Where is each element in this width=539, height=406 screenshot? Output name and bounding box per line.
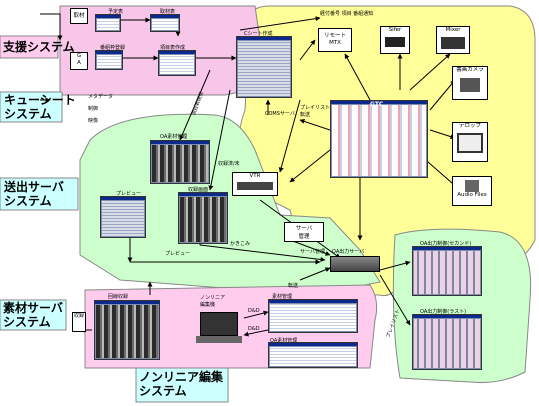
link-src-material [40,13,63,41]
remote-mtx-box: リモート MTX [318,28,352,52]
oa-material-mgmt2-screen [268,342,358,368]
item-table-screen [158,50,196,76]
recording-edit-label: 回線収録 [108,294,129,300]
nonlinear-edit-device [196,312,242,344]
oa-output-ctrl1-screen [412,246,482,296]
material-mgmt-screen [268,299,358,333]
telop-box: テロップ [452,122,488,162]
edit-deck-icon [196,336,242,343]
dd2-label: D&D [248,326,260,332]
src-tape-box: 収録 [72,312,86,332]
vtr-label: VTR [249,173,261,179]
oa-server-device [330,256,380,272]
oa-material-mgmt-label: OA素材管理 [160,134,188,140]
item-table-label: 項目表作成 [160,45,186,51]
sys-send-label: 送出サーバ システム [4,180,64,208]
sifer-label: Sifer [388,27,402,33]
schedule-label: 予定表 [108,9,124,15]
nonlinear-edit-label: ノンリニア 編集機 [200,295,226,308]
src-material-box: 取材 [70,8,88,24]
sys-cue-bg [0,91,63,123]
audio-files-box: Audio Files [452,176,492,206]
mixer-device-icon [441,37,465,49]
preview-screen [100,196,146,238]
preview-label: プレビュー [116,191,142,197]
cue-control-label: 制御 [88,106,99,112]
oa-material-mgmt2-label: OA素材管理 [270,338,298,344]
monitor-icon [457,133,483,153]
sys-send-bg [0,177,79,211]
telop-camera-box: 書画カメラ [452,66,488,100]
dd1-label: D&D [248,308,260,314]
ingest-to-label: 収録済/未 [218,161,240,167]
edit-monitor-icon [200,312,238,336]
coms-server-label: COMSサーバ [265,111,295,117]
vtr-device-icon [237,182,273,190]
sys-nonlinear-bg [135,367,229,403]
sifer-device-icon [385,37,405,47]
oa-server-label: OA出力サーバ [332,249,365,255]
src-ga-box: G A [70,52,88,70]
program-item-notice-label: 経付番号 項目 番組通知 [320,11,374,17]
schedule-screen [95,14,121,32]
record-screen [178,192,228,244]
cue-creation-screen [236,36,292,98]
cue-image-label: 映像 [88,118,99,124]
mixer-box: Mixer [436,26,470,54]
vtr-box: VTR [232,172,278,196]
camera-icon [460,78,480,92]
program-register-label: 番組枠登録 [100,45,126,51]
audio-files-label: Audio Files [457,192,487,198]
telop-camera-label: 書画カメラ [456,67,484,73]
write-link-label: かきこみ [230,241,251,247]
sys-material-label: 素材サーバ システム [3,301,63,329]
gtc-label: GTC [370,101,384,108]
transfer-label: 転送 [288,283,299,289]
oa-output-ctrl2-screen [412,314,482,370]
cue-creation-label: Cシート作成 [244,31,273,37]
acquisition-screen [150,14,180,32]
sys-nonlinear-label: ノンリニア編集 システム [139,370,224,398]
mixer-label: Mixer [445,27,461,33]
playlist-order-label: プレイリスト 転送 [300,105,331,118]
sys-cue-label: キューシート システム [4,93,76,121]
program-register-screen [95,50,123,70]
material-mgmt-label: 素材管理 [272,294,293,300]
preview-link-label: プレビュー [165,251,191,257]
oa-output-ctrl2-label: OA出力制御(ラスト) [420,309,467,315]
telop-label: テロップ [458,123,481,129]
sys-support-label: 支援システム [3,40,75,54]
server-mgmt-label: サーバ管理 [300,249,325,255]
record-screen-label: 収録画面 [188,187,209,193]
server-mgmt-box: サーバ 管理 [284,222,324,242]
recording-edit-screen [94,300,160,360]
sifer-box: Sifer [380,26,410,54]
cue-metadata-label: メタデータ [88,94,114,100]
oa-output-ctrl1-label: OA出力制御(セカンド) [420,241,472,247]
gtc-screen [330,100,428,178]
oa-material-mgmt-screen [150,140,210,184]
speaker-icon [465,180,479,192]
sys-support-bg [0,35,59,59]
sys-material-bg [0,299,67,331]
acquisition-label: 取材表 [160,9,176,15]
